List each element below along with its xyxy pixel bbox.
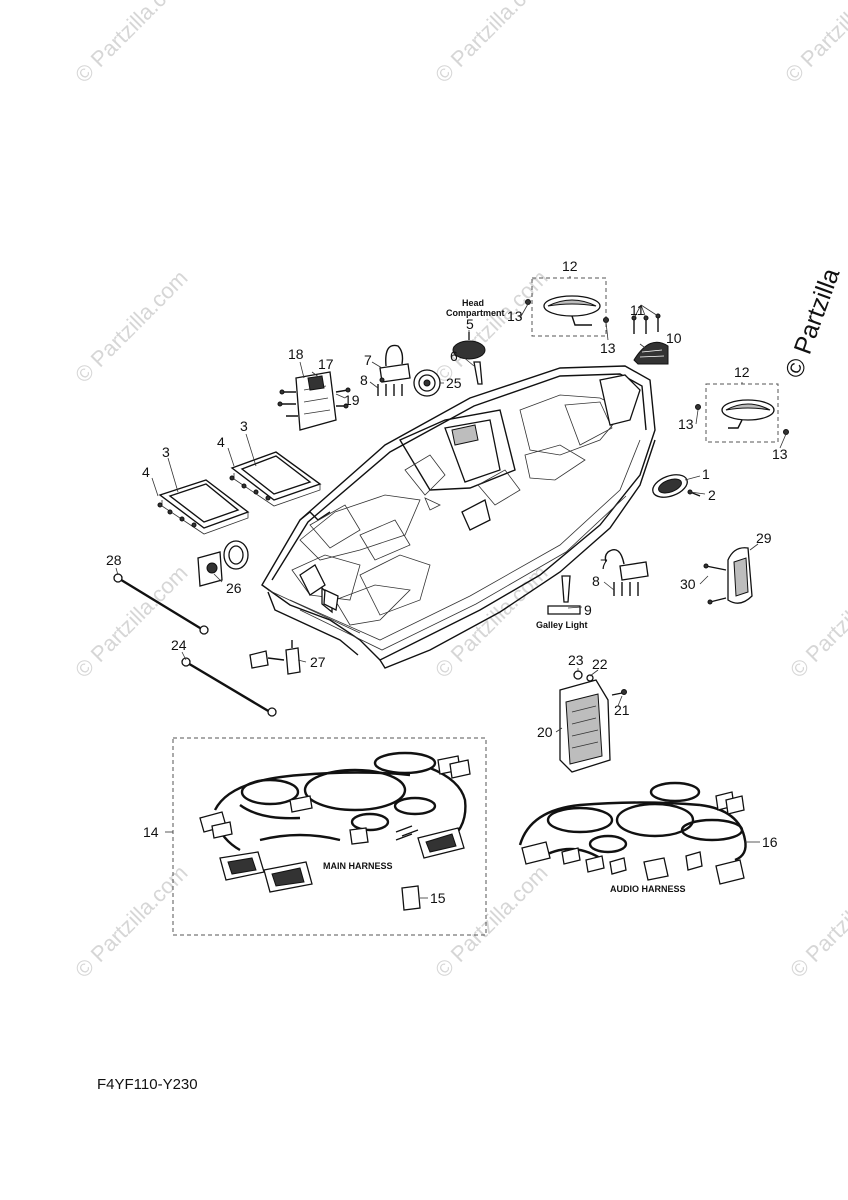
leader-lines bbox=[115, 276, 787, 899]
bracket-17 bbox=[277, 371, 351, 431]
sensor-27 bbox=[249, 640, 301, 675]
callout-4: 4 bbox=[142, 464, 150, 480]
callout-23: 23 bbox=[568, 652, 584, 668]
label-head-compartment-2: Compartment bbox=[446, 308, 505, 318]
callout-10: 10 bbox=[666, 330, 682, 346]
switch-25 bbox=[413, 369, 441, 397]
courtesy-light-12-top bbox=[525, 295, 609, 326]
label-audio-harness: AUDIO HARNESS bbox=[610, 884, 686, 894]
callout-8: 8 bbox=[360, 372, 368, 388]
callout-29: 29 bbox=[756, 530, 772, 546]
callout-11: 11 bbox=[630, 302, 645, 318]
light-7-top bbox=[379, 344, 411, 383]
galley-light-9 bbox=[547, 575, 581, 615]
callout-6: 6 bbox=[450, 348, 458, 364]
socket-26 bbox=[197, 540, 249, 587]
callout-8: 8 bbox=[592, 573, 600, 589]
callout-13: 13 bbox=[507, 308, 523, 324]
tray-3-left bbox=[157, 479, 250, 535]
module-20 bbox=[559, 670, 627, 773]
callout-30: 30 bbox=[680, 576, 696, 592]
callout-22: 22 bbox=[592, 656, 608, 672]
detail-box-12-top bbox=[531, 277, 607, 337]
callout-27: 27 bbox=[310, 654, 326, 670]
callout-12: 12 bbox=[562, 258, 578, 274]
callout-4: 4 bbox=[217, 434, 225, 450]
head-light-5 bbox=[452, 332, 486, 385]
callout-3: 3 bbox=[162, 444, 170, 460]
side-light-29 bbox=[703, 547, 753, 605]
callout-16: 16 bbox=[762, 834, 778, 850]
cable-24 bbox=[181, 657, 277, 717]
main-harness-box bbox=[172, 737, 487, 936]
callout-24: 24 bbox=[171, 637, 187, 653]
callout-25: 25 bbox=[446, 375, 462, 391]
callout-3: 3 bbox=[240, 418, 248, 434]
callout-5: 5 bbox=[466, 316, 474, 332]
callout-2: 2 bbox=[708, 487, 716, 503]
callout-20: 20 bbox=[537, 724, 553, 740]
grille-1 bbox=[652, 474, 701, 498]
callout-13: 13 bbox=[600, 340, 616, 356]
callout-13: 13 bbox=[678, 416, 694, 432]
light-7-galley bbox=[604, 549, 649, 596]
callout-26: 26 bbox=[226, 580, 242, 596]
callout-12: 12 bbox=[734, 364, 750, 380]
screws-11 bbox=[631, 304, 661, 334]
callout-7: 7 bbox=[600, 556, 608, 572]
main-harness-14 bbox=[199, 751, 471, 911]
tray-3-right bbox=[229, 451, 322, 507]
callout-7: 7 bbox=[364, 352, 372, 368]
callout-19: 19 bbox=[344, 392, 360, 408]
callout-1: 1 bbox=[702, 466, 710, 482]
cable-28 bbox=[113, 573, 209, 635]
label-head-compartment-1: Head bbox=[462, 298, 485, 308]
callout-17: 17 bbox=[318, 356, 334, 372]
screws-8-top bbox=[377, 384, 403, 396]
label-galley-light: Galley Light bbox=[536, 620, 588, 630]
callout-28: 28 bbox=[106, 552, 122, 568]
callout-13: 13 bbox=[772, 446, 788, 462]
callout-9: 9 bbox=[584, 602, 592, 618]
courtesy-light-12-right bbox=[695, 399, 789, 435]
boat-hull bbox=[261, 365, 656, 669]
callout-14: 14 bbox=[143, 824, 159, 840]
callout-18: 18 bbox=[288, 346, 304, 362]
diagram-code: F4YF110-Y230 bbox=[97, 1076, 198, 1093]
audio-harness-16 bbox=[518, 781, 747, 885]
callout-15: 15 bbox=[430, 890, 446, 906]
speaker-10 bbox=[633, 341, 669, 365]
callout-21: 21 bbox=[614, 702, 630, 718]
label-main-harness: MAIN HARNESS bbox=[323, 861, 393, 871]
